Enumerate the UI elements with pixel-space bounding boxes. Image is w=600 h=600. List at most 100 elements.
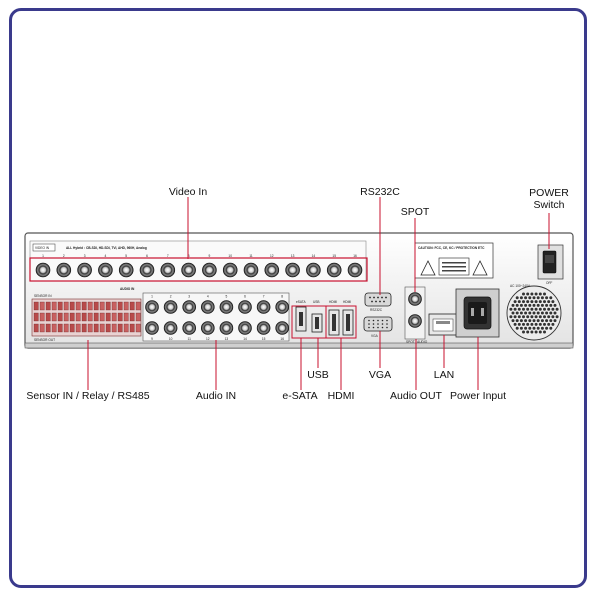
callout-hdmi: HDMI [328,390,355,402]
terminal-pin [93,301,99,311]
fan-vent-hole [530,307,534,311]
terminal-pin [87,301,93,311]
fan-vent-hole [522,307,525,311]
audio-rca-port [182,300,196,314]
terminal-pin [123,312,129,322]
fan-vent-hole [549,319,553,323]
vga-pin [386,319,388,322]
audio-channel-label: 13 [225,337,229,341]
audio-rca-port [219,300,234,314]
video-channel-label: 4 [105,254,107,258]
audio-out-port [408,314,422,328]
terminal-pin [123,301,129,311]
fan-vent-hole [536,326,540,330]
fan-vent-hole [519,296,523,300]
vga-pin [381,323,384,325]
video-channel-label: 12 [270,254,274,258]
hdmi-port-2-inner [346,314,350,331]
audio-rca-port [163,321,178,335]
terminal-pin [69,301,75,311]
video-channel-label: 6 [146,254,148,258]
fan-vent-hole [540,303,544,307]
fan-vent-hole [545,326,549,330]
fan-vent-hole [517,322,521,326]
video-channel-label: 8 [188,254,190,258]
fan-vent-hole [517,300,521,304]
fan-vent-hole [515,319,519,323]
callout-lan: LAN [434,369,454,381]
video-channel-label: 11 [249,254,253,258]
fan-vent-hole [538,307,542,311]
terminal-pin [111,312,117,322]
audio-rca-port [256,321,271,335]
terminal-pin [105,312,111,322]
fan-vent-hole [515,296,519,300]
fan-vent-hole [543,322,546,326]
fan-vent-hole [534,315,538,319]
fan-vent-hole [513,300,517,304]
vga-tag: VGA [371,334,379,338]
fan-vent-hole [528,319,532,323]
fan-vent-hole [517,315,521,319]
fan-vent-hole [532,311,536,315]
terminal-pin [33,312,39,322]
fan-vent-hole [524,311,528,315]
terminal-pin [51,301,57,311]
vga-pin [381,326,384,329]
fan-vent-hole [511,319,515,323]
video-bnc-port [326,262,342,278]
terminal-pin [111,301,117,311]
terminal-pin [39,301,45,311]
fan-vent-hole [519,303,523,307]
esata-tag: eSATA [296,300,306,304]
terminal-pin [81,312,87,322]
terminal-pin [99,312,105,322]
fan-vent-hole [511,311,515,315]
vga-pin [386,326,388,329]
power-pin-2 [481,308,484,316]
fan-vent-hole [522,292,525,296]
terminal-pin [63,323,69,333]
power-inlet-socket [468,302,487,324]
audio-channel-label: 12 [206,337,210,341]
rs232c-pin [379,300,381,303]
fan-vent-hole [532,303,536,307]
terminal-pin [75,312,81,322]
fan-vent-hole [532,319,536,323]
usb-tag: USB [313,300,320,304]
fan-vent-hole [547,300,551,304]
video-channel-label: 13 [291,254,295,258]
chassis-bottom-edge [24,342,574,349]
audio-channel-label: 9 [151,337,153,341]
fan-vent-hole [547,322,551,326]
audio-channel-label: 6 [244,295,246,299]
sensor-out-tag: SENSOR OUT [34,338,55,342]
switch-off-tag: OFF [546,281,552,285]
fan-vent-hole [509,307,513,311]
video-bnc-port [77,262,92,278]
audio-channel-label: 1 [151,295,153,299]
fan-vent-hole [553,311,557,315]
audio-rca-port [275,300,290,314]
terminal-pin [39,323,45,333]
video-channel-label: 3 [84,254,86,258]
fan-vent-hole [517,307,521,311]
esata-port-inner [299,312,303,326]
terminal-pin [75,323,81,333]
fan-vent-hole [524,326,528,330]
fan-vent-hole [534,300,538,304]
rs232c-pin [371,300,373,303]
terminal-pin [51,312,57,322]
terminal-pin [81,301,87,311]
fan-vent-hole [538,315,542,319]
rs232c-pin [377,296,379,299]
video-bnc-port [306,262,321,278]
callout-lines [87,197,550,390]
video-channel-label: 15 [332,254,336,258]
audio-rca-port [238,300,252,314]
video-bnc-port [264,262,280,278]
fan-vent-hole [532,296,536,300]
callout-video-in: Video In [169,186,207,198]
fan-vent-hole [524,303,528,307]
